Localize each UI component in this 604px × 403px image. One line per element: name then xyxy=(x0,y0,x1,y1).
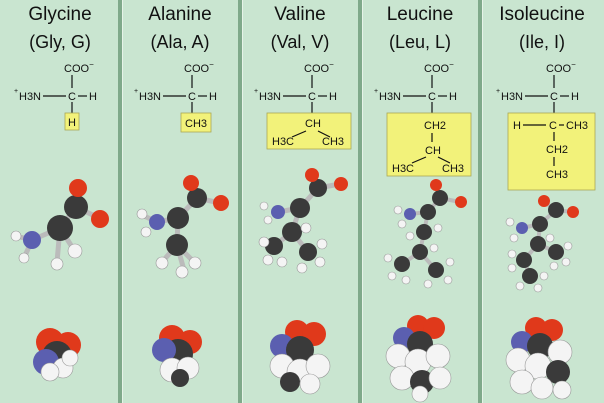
side-chain-label: CH3 xyxy=(185,118,207,130)
structural-formula: COO− + H3N C H H C CH3 CH2 CH3 xyxy=(496,60,596,400)
side-chain-label: H xyxy=(513,120,521,132)
svg-text:H: H xyxy=(329,91,337,103)
side-chain-label: CH3 xyxy=(442,163,464,175)
svg-text:+: + xyxy=(374,88,378,95)
carboxylate-label: COO− xyxy=(304,60,334,75)
svg-text:H: H xyxy=(209,91,217,103)
alpha-carbon: C xyxy=(428,91,436,103)
ball-and-stick-model xyxy=(136,175,229,279)
column-isoleucine: Isoleucine (Ile, I) COO− + H3N C H H C C… xyxy=(484,0,600,403)
ball-and-stick-model xyxy=(258,168,348,274)
column-leucine: Leucine (Leu, L) COO− + H3N C H CH2 CH H… xyxy=(362,0,478,403)
svg-text:H: H xyxy=(89,91,97,103)
ball-and-stick-model xyxy=(505,195,579,293)
side-chain-box xyxy=(266,112,352,150)
column-divider xyxy=(118,0,122,403)
space-filling-model xyxy=(269,320,331,395)
side-chain-box xyxy=(180,112,212,133)
carboxylate-label: COO− xyxy=(546,60,576,75)
svg-text:+: + xyxy=(134,88,138,95)
alpha-carbon: C xyxy=(68,91,76,103)
side-chain-label: CH xyxy=(305,118,321,130)
carboxylate-label: COO− xyxy=(64,60,94,75)
amino-acid-abbreviation: (Ile, I) xyxy=(518,32,565,52)
space-filling-model xyxy=(152,325,202,387)
alpha-carbon: C xyxy=(188,91,196,103)
side-chain-label: H3C xyxy=(392,163,414,175)
svg-text:+: + xyxy=(254,88,258,95)
column-divider xyxy=(478,0,482,403)
side-chain-label: H3C xyxy=(272,136,294,148)
side-chain-label: CH3 xyxy=(322,136,344,148)
side-chain-label: CH2 xyxy=(424,120,446,132)
side-chain-box xyxy=(386,112,472,177)
space-filling-model xyxy=(505,317,573,400)
svg-text:H: H xyxy=(571,91,579,103)
structural-formula: COO− + H3N C H H xyxy=(10,60,109,382)
amino-acid-abbreviation: (Leu, L) xyxy=(388,32,452,52)
structural-formula: COO− + H3N C H CH H3C CH3 xyxy=(254,60,352,395)
carboxylate-label: COO− xyxy=(424,60,454,75)
ball-and-stick-model xyxy=(10,179,109,271)
side-chain-label: CH xyxy=(425,145,441,157)
amino-acid-name: Leucine xyxy=(386,4,454,25)
side-chain-label: H xyxy=(68,117,76,129)
column-alanine: Alanine (Ala, A) COO− + H3N C H CH3 xyxy=(122,0,238,403)
svg-text:H: H xyxy=(449,91,457,103)
side-chain-label: CH3 xyxy=(546,169,568,181)
space-filling-model xyxy=(33,328,81,382)
amine-label: H3N xyxy=(139,91,161,103)
amine-label: H3N xyxy=(379,91,401,103)
side-chain-label: CH2 xyxy=(546,144,568,156)
space-filling-model xyxy=(385,315,452,403)
ball-and-stick-model xyxy=(383,179,467,289)
side-chain-box xyxy=(64,112,80,131)
column-valine: Valine (Val, V) COO− + H3N C H CH H3C CH… xyxy=(242,0,358,403)
side-chain-label: C xyxy=(549,120,557,132)
column-divider xyxy=(358,0,362,403)
amino-acid-abbreviation: (Val, V) xyxy=(270,32,330,52)
column-glycine: Glycine (Gly, G) COO− + H3N C H H xyxy=(2,0,118,403)
amino-acid-abbreviation: (Gly, G) xyxy=(29,32,91,52)
column-divider xyxy=(238,0,242,403)
amino-acid-name: Alanine xyxy=(148,4,212,25)
side-chain-label: CH3 xyxy=(566,120,588,132)
alpha-carbon: C xyxy=(550,91,558,103)
structural-formula: COO− + H3N C H CH2 CH H3C CH3 xyxy=(374,60,472,403)
alpha-carbon: C xyxy=(308,91,316,103)
side-chain-box xyxy=(507,112,596,191)
amine-label: H3N xyxy=(259,91,281,103)
carboxylate-label: COO− xyxy=(184,60,214,75)
amino-acid-abbreviation: (Ala, A) xyxy=(150,32,210,52)
amino-acid-name: Isoleucine xyxy=(499,4,585,25)
amine-label: H3N xyxy=(19,91,41,103)
svg-text:+: + xyxy=(496,88,500,95)
structural-formula: COO− + H3N C H CH3 xyxy=(134,60,229,387)
amine-label: H3N xyxy=(501,91,523,103)
amino-acid-name: Glycine xyxy=(28,4,92,25)
amino-acid-name: Valine xyxy=(274,4,326,25)
svg-text:+: + xyxy=(14,88,18,95)
